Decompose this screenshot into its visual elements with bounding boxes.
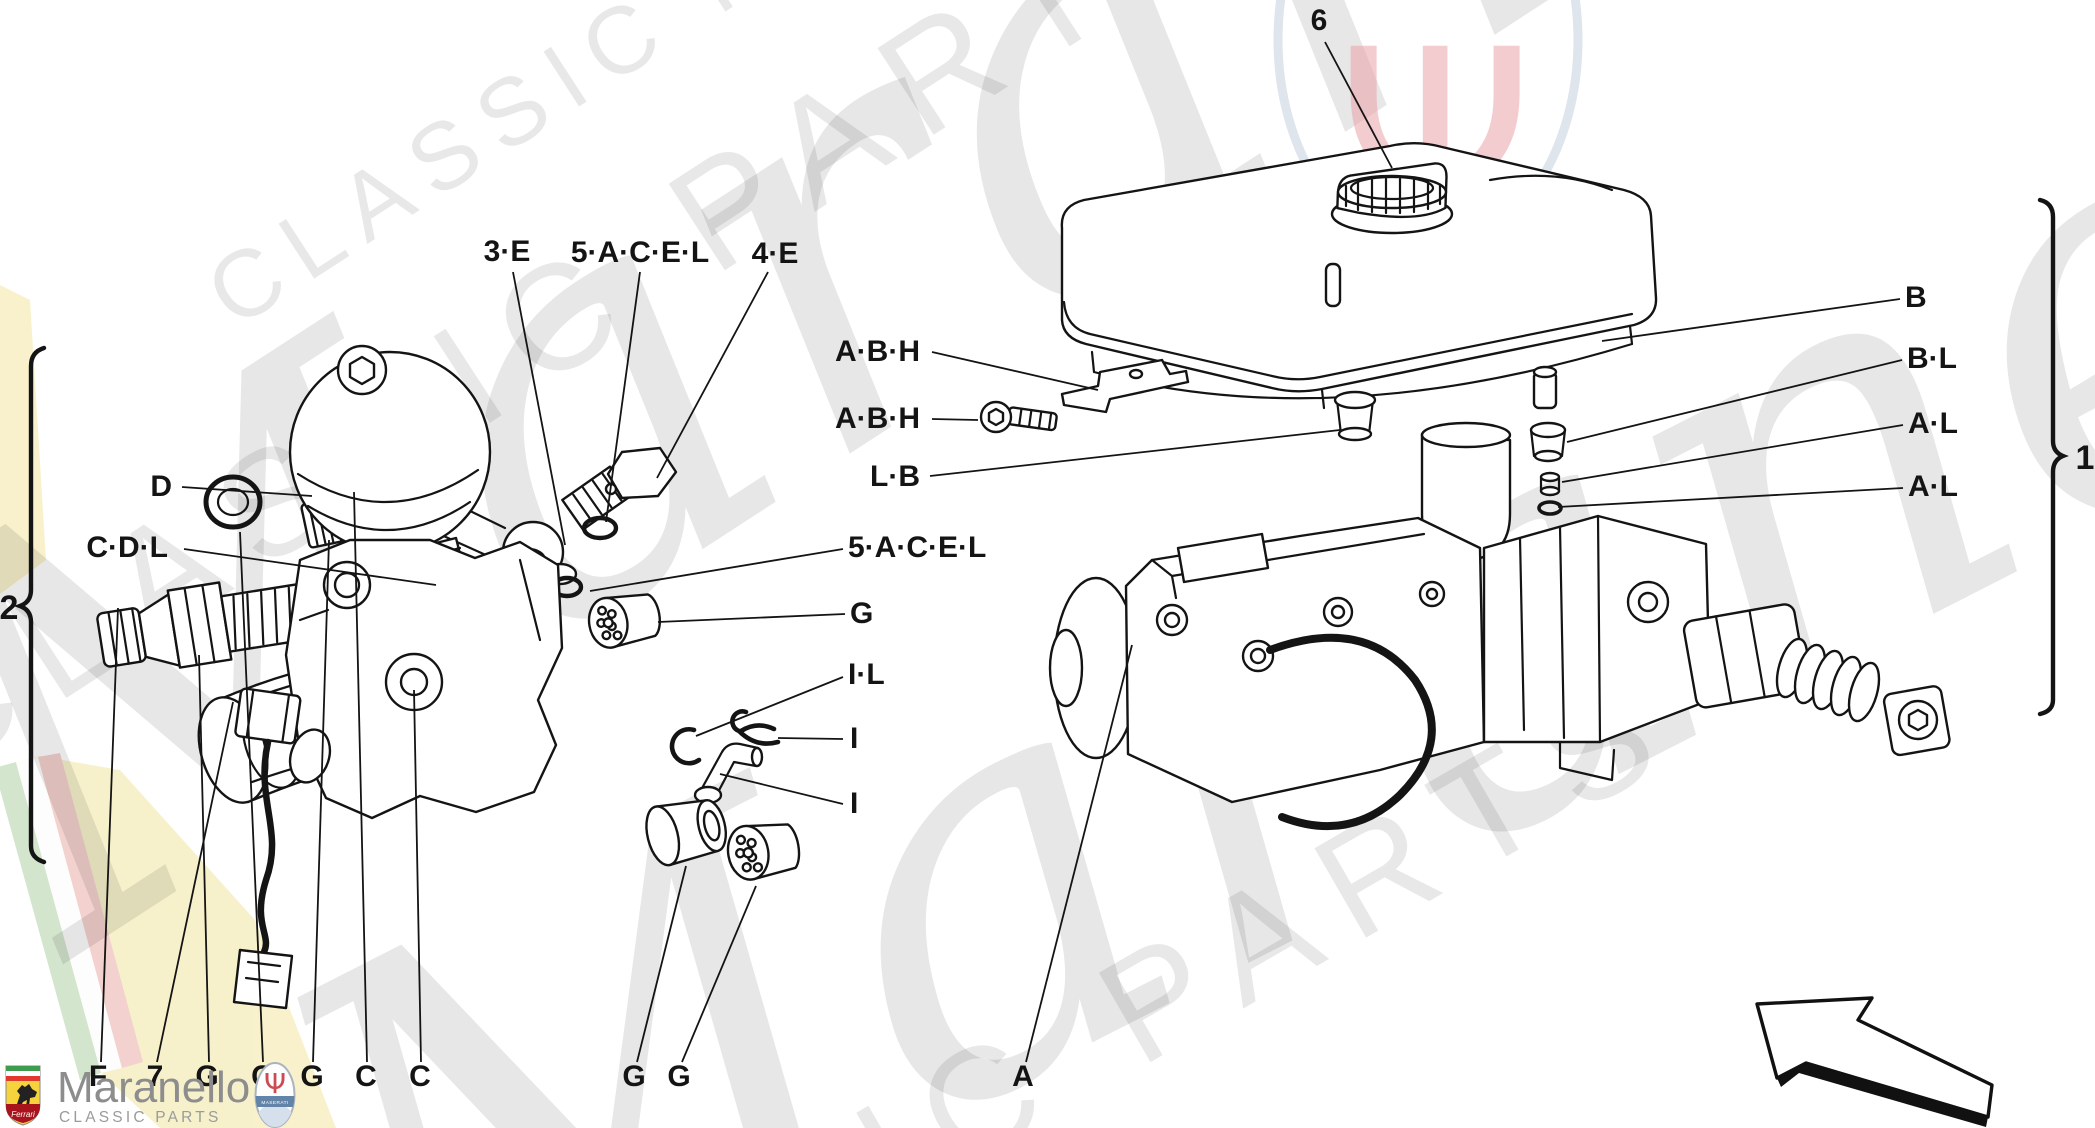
leader-line <box>636 865 687 1063</box>
leader-line <box>605 271 641 523</box>
leader-line <box>695 676 844 737</box>
maserati-label: MASERATI <box>261 1100 288 1106</box>
part-label-L·B: L·B <box>870 460 920 493</box>
master-cylinder-assembly <box>96 344 801 1010</box>
part-label-C: C <box>355 1060 377 1093</box>
leader-line <box>156 701 234 1063</box>
seal-parts <box>1529 421 1567 516</box>
part-label-C·D·L: C·D·L <box>86 531 168 564</box>
electrical-connector <box>232 687 302 1010</box>
part-label-G: G <box>622 1060 645 1093</box>
part-label-2: 2 <box>0 589 18 627</box>
part-label-G: G <box>667 1060 690 1093</box>
part-label-6: 6 <box>1311 4 1328 37</box>
maserati-badge-logo-icon: MASERATI Ψ <box>254 1062 296 1128</box>
fluid-reservoir <box>1060 142 1658 410</box>
pump-hose-loop <box>1266 633 1436 831</box>
banjo-bolt <box>561 446 678 531</box>
footer-tagline: CLASSIC PARTS <box>59 1109 221 1126</box>
part-label-I: I <box>850 787 858 820</box>
part-label-G: G <box>300 1060 323 1093</box>
part-label-A·L: A·L <box>1908 470 1958 503</box>
socket-bolt <box>979 400 1058 434</box>
leader-line <box>239 531 264 1063</box>
leader-line <box>719 773 844 805</box>
leader-line <box>181 486 313 497</box>
part-label-F: F <box>89 1060 107 1093</box>
abs-pump-block <box>1124 516 1486 831</box>
leader-line <box>656 271 769 479</box>
leader-line <box>353 491 368 1063</box>
leader-line <box>1025 644 1133 1063</box>
group-bracket-2 <box>13 345 47 865</box>
part-label-I: I <box>850 722 858 755</box>
leader-line <box>1324 41 1393 169</box>
abs-unit-assembly <box>979 142 1951 831</box>
reservoir-neck <box>1333 390 1377 442</box>
leader-line <box>681 885 757 1063</box>
part-label-5·A·C·E·L: 5·A·C·E·L <box>848 531 986 564</box>
cylinder-body <box>284 538 564 820</box>
drilled-cylinder <box>587 593 661 649</box>
part-label-G: G <box>850 597 873 630</box>
ferrari-shield-watermark <box>0 285 336 1128</box>
elbow-fitting <box>693 742 764 805</box>
ferrari-shield-logo-icon: Ferrari <box>5 1065 41 1126</box>
leader-line <box>183 548 437 586</box>
sleeve-cylinder <box>645 799 728 867</box>
leader-line <box>931 418 979 421</box>
c-clip <box>669 727 702 766</box>
part-label-3·E: 3·E <box>484 235 531 268</box>
ferrari-label: Ferrari <box>11 1110 35 1119</box>
part-label-1: 1 <box>2076 439 2095 477</box>
part-label-7: 7 <box>147 1060 164 1093</box>
part-label-D: D <box>150 470 172 503</box>
spring-cylinder <box>1682 603 1951 757</box>
leader-line <box>777 737 844 740</box>
part-label-A·B·H: A·B·H <box>835 335 920 368</box>
footer: Ferrari Maranello CLASSIC PARTS MASERATI… <box>5 1062 296 1128</box>
leader-line <box>1566 359 1903 443</box>
leader-line <box>929 429 1341 477</box>
leader-line <box>1557 487 1904 508</box>
leader-line <box>198 654 210 1063</box>
leader-line <box>589 548 844 592</box>
part-labels: 3·E 5·A·C·E·L 4·E 6A·B·H A·B·H L·B D C·D·L 5·A·C… <box>0 4 2094 1093</box>
leader-line <box>1561 424 1904 483</box>
leader-line <box>100 607 119 1063</box>
part-label-A: A <box>1012 1060 1034 1093</box>
leader-line <box>657 613 846 623</box>
leader-line <box>413 689 422 1063</box>
reservoir-nipple <box>1532 365 1558 410</box>
group-bracket-1 <box>2037 197 2069 717</box>
leader-lines <box>100 41 1904 1063</box>
leader-line <box>1601 298 1901 342</box>
drilled-cylinder <box>726 823 801 881</box>
part-label-G: G <box>195 1060 218 1093</box>
part-label-B·L: B·L <box>1907 342 1957 375</box>
leader-line <box>312 539 330 1063</box>
arrow-up-left-3d-icon <box>1755 996 1994 1127</box>
part-label-B: B <box>1905 281 1927 314</box>
part-label-A·B·H: A·B·H <box>835 402 920 435</box>
part-label-C: C <box>409 1060 431 1093</box>
part-label-4·E: 4·E <box>752 237 799 270</box>
r-pin <box>730 709 781 746</box>
footer-brand: Maranello <box>57 1063 250 1112</box>
part-label-I·L: I·L <box>848 658 885 691</box>
leader-line <box>512 271 566 546</box>
leader-line <box>931 351 1099 391</box>
part-label-A·L: A·L <box>1908 407 1958 440</box>
maserati-trident-icon: Ψ <box>264 1067 286 1100</box>
mounting-bracket <box>1060 358 1190 414</box>
part-label-5·A·C·E·L: 5·A·C·E·L <box>571 236 709 269</box>
drawing-layer: 3·E 5·A·C·E·L 4·E 6A·B·H A·B·H L·B D C·D·L 5·A·C… <box>0 4 2094 1127</box>
